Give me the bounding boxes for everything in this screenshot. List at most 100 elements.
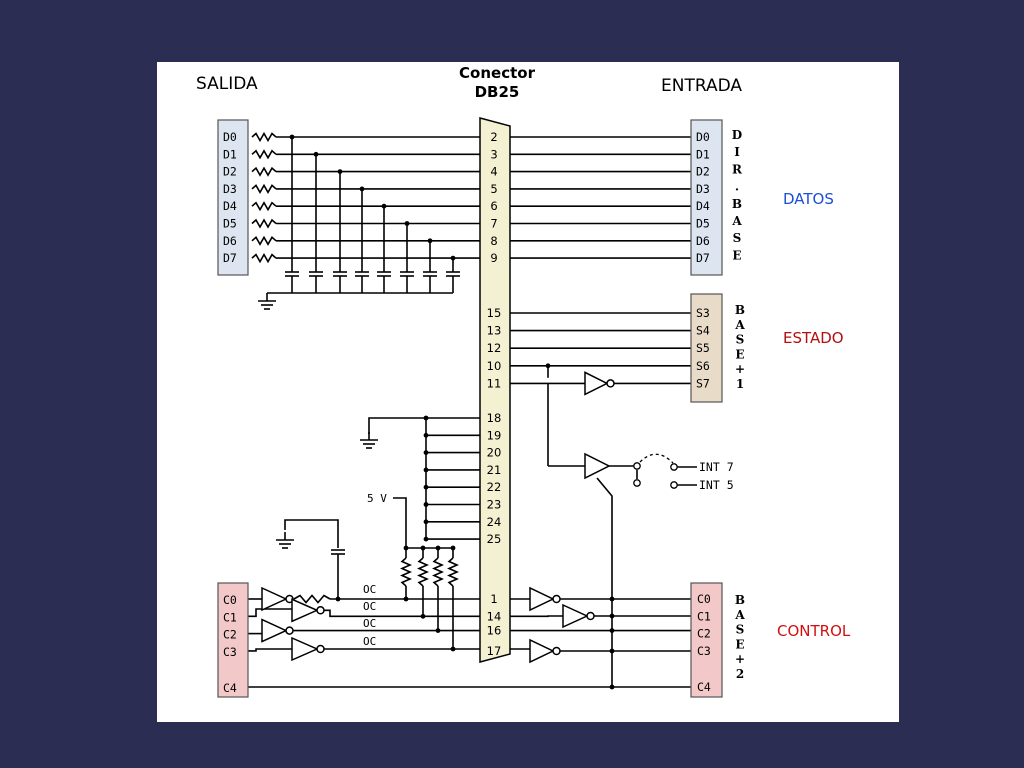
interrupt-buffer	[584, 452, 611, 480]
junction-dot	[423, 432, 429, 438]
entrada-control-label: C3	[697, 644, 711, 658]
inverter-bubble	[316, 644, 325, 654]
oc-label: OC	[363, 617, 376, 630]
junction-dot	[435, 545, 441, 551]
dir-base-vertical: B	[732, 197, 742, 211]
connector-pin-number: 24	[487, 515, 502, 529]
connector-pin-number: 1	[490, 592, 497, 606]
connector-pin-number: 7	[490, 217, 497, 231]
junction-dot	[609, 684, 615, 690]
connector-pin-number: 22	[487, 480, 502, 494]
c1-in	[248, 608, 292, 618]
base-plus-1-vertical: 1	[736, 377, 744, 391]
connector-pin-number: 3	[490, 147, 497, 161]
inverter-bubble	[316, 606, 325, 615]
junction-dot	[423, 450, 429, 455]
c3-inverter	[291, 636, 319, 662]
junction-dot	[609, 628, 615, 633]
resistor	[251, 149, 277, 160]
connector-pin-number: 10	[487, 359, 502, 373]
salida-control-label: C0	[223, 593, 237, 607]
base-plus-1-vertical: A	[734, 318, 745, 332]
dir-base-vertical: .	[735, 180, 739, 194]
entrada-control-block	[690, 582, 723, 698]
base-plus-2-vertical: E	[735, 637, 744, 651]
base-plus-1-vertical: S	[736, 333, 745, 347]
blocks	[217, 117, 723, 698]
junction-dot	[609, 613, 615, 619]
c2-inverter	[261, 618, 288, 643]
salida-control-block	[217, 582, 249, 698]
entrada-data-label: D7	[696, 251, 710, 265]
dir-base-vertical: A	[731, 214, 742, 228]
resistor	[432, 557, 444, 587]
connector-pin-number: 14	[487, 609, 502, 623]
entrada-data-label: D5	[696, 217, 710, 231]
oc-label: OC	[363, 600, 376, 613]
connector-pin-number: 8	[490, 234, 497, 248]
resistor	[417, 557, 429, 587]
connector-pin-number: 19	[487, 428, 502, 442]
entrada-control-label: C2	[697, 627, 711, 641]
c1-right-inverter	[562, 603, 589, 629]
salida-data-label: D7	[223, 251, 237, 265]
datos-label: DATOS	[783, 190, 834, 208]
connector-pin-number: 13	[487, 324, 502, 338]
c0-right-inverter	[529, 586, 555, 612]
switch-contact	[633, 462, 641, 470]
base-plus-2-vertical: A	[734, 608, 745, 622]
connector-pin-number: 21	[487, 463, 502, 477]
salida-data-label: D5	[223, 217, 237, 231]
resistor	[251, 235, 277, 246]
salida-title: SALIDA	[196, 74, 258, 94]
connector-pin-number: 11	[487, 376, 502, 390]
connector-pin-number: 17	[487, 644, 502, 658]
five-v-label: 5 V	[367, 492, 387, 505]
connector-pin-number: 2	[490, 130, 497, 144]
c1-inverter	[291, 598, 319, 623]
inverter-bubble	[552, 646, 561, 656]
connector-pin-number: 15	[487, 306, 502, 320]
junction-dot	[423, 484, 429, 490]
connector-pin-number: 12	[487, 341, 502, 355]
junction-dot	[450, 545, 456, 551]
estado-label: ESTADO	[783, 329, 844, 347]
junction-dot	[403, 596, 409, 602]
estado-line-label: S7	[696, 376, 710, 390]
five-v-wire	[393, 497, 407, 548]
base-plus-2-vertical: S	[736, 623, 745, 637]
entrada-data-label: D2	[696, 165, 710, 179]
c1-to-conn	[323, 609, 480, 618]
salida-control-label: C4	[223, 681, 237, 695]
oc-label: OC	[363, 583, 376, 596]
base-plus-2-vertical: +	[735, 652, 745, 666]
salida-control-label: C1	[223, 610, 237, 624]
junction-dot	[423, 536, 429, 542]
salida-control-label: C2	[223, 628, 237, 642]
c0-inverter	[261, 586, 288, 612]
conector-title-line2: DB25	[475, 83, 520, 101]
entrada-data-label: D3	[696, 182, 710, 196]
resistor	[400, 557, 412, 587]
resistor	[251, 183, 277, 195]
dir-base-vertical: E	[732, 248, 741, 262]
junction-dot	[403, 545, 409, 551]
salida-data-label: D0	[223, 130, 237, 144]
junction-dot	[404, 221, 410, 226]
resistor	[251, 252, 277, 264]
entrada-control-label: C1	[697, 609, 711, 623]
switch-arc	[639, 453, 674, 464]
entrada-data-label: D1	[696, 147, 710, 161]
status-inverter	[584, 371, 609, 396]
resistor	[293, 594, 331, 604]
connector-pin-number: 16	[487, 624, 502, 638]
connector-pin-number: 9	[490, 251, 497, 265]
estado-block	[690, 293, 723, 403]
junction-dot	[609, 596, 615, 602]
resistor	[251, 131, 277, 143]
enable-wire	[596, 477, 613, 688]
junction-dot	[420, 613, 426, 619]
salida-data-label: D6	[223, 234, 237, 248]
c3-in	[248, 648, 292, 652]
